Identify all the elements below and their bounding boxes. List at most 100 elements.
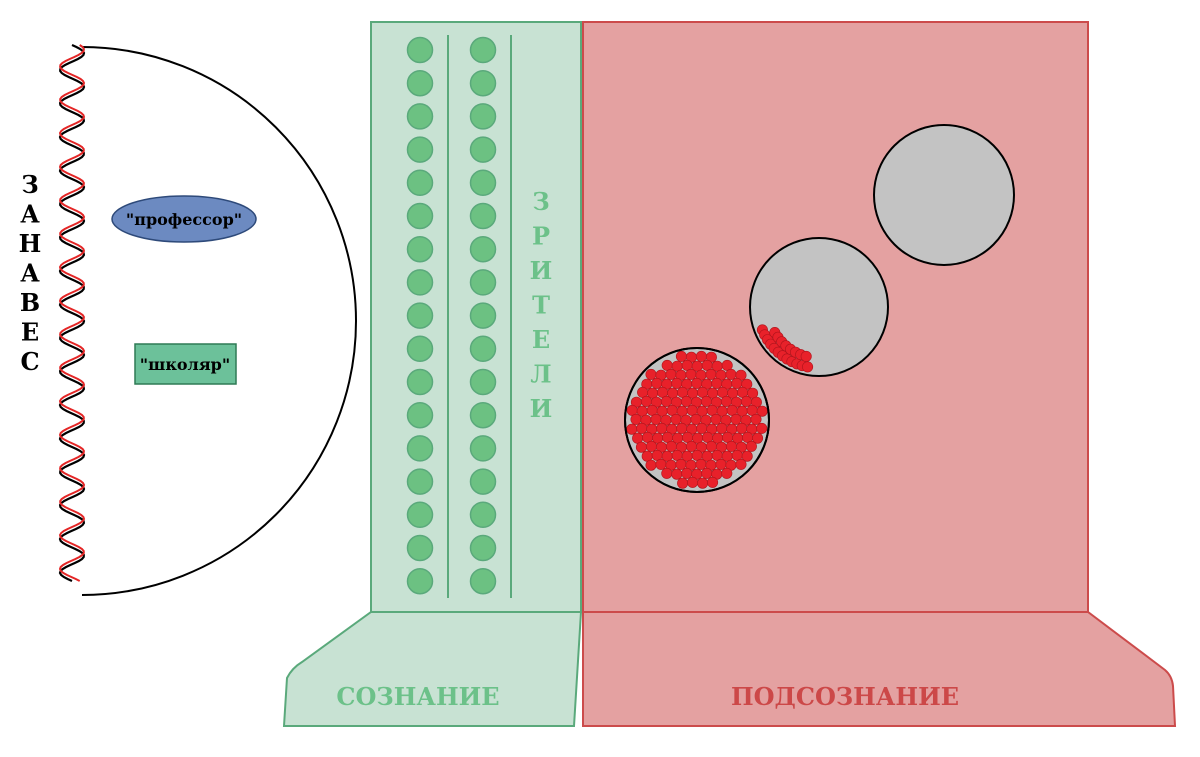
particle (725, 368, 737, 380)
student-label: "школяр" (140, 355, 230, 374)
spectator-dot (406, 567, 434, 595)
particle (701, 467, 713, 479)
curtain-wave (58, 44, 86, 582)
particle (715, 458, 727, 470)
spectator-dot (469, 269, 497, 296)
spectator-dot (406, 36, 434, 64)
spectator-dot (469, 103, 497, 130)
particle (725, 440, 737, 452)
particle (677, 477, 689, 489)
particle (730, 413, 742, 425)
professor-label: "профессор" (126, 210, 242, 229)
professor-role: "профессор" (111, 195, 257, 243)
label-letter: З (21, 170, 38, 199)
particle (800, 350, 812, 362)
particle (707, 476, 719, 488)
spectator-dot (406, 368, 434, 396)
spectator-dot (469, 401, 497, 429)
subconscious-base (582, 611, 1177, 727)
spectator-dot (406, 401, 434, 429)
label-letter: И (530, 394, 553, 423)
spectator-dot (406, 335, 434, 363)
spectator-dot (469, 468, 497, 495)
particle (650, 413, 662, 425)
particle (661, 467, 673, 479)
spectator-dot (406, 202, 434, 230)
sphere-particles (756, 324, 814, 373)
conscious-label: СОЗНАНИЕ (336, 682, 499, 711)
particle (675, 350, 687, 362)
filled-sphere (624, 347, 770, 493)
spectator-dot (469, 435, 497, 462)
particle (696, 422, 708, 434)
curtain (58, 43, 86, 583)
spectator-dot (406, 468, 434, 495)
spectator-dot (469, 169, 497, 197)
empty-sphere (873, 124, 1015, 266)
particle (665, 368, 677, 380)
spectator-dot (469, 302, 497, 329)
particle (745, 440, 757, 452)
spectator-dot (469, 202, 497, 230)
particle (671, 468, 683, 480)
spectator-dot (469, 567, 497, 595)
particle (651, 377, 663, 389)
particle (640, 395, 652, 407)
particle (645, 368, 657, 380)
particle (716, 422, 728, 434)
spectator-dot (469, 69, 497, 97)
particle (660, 395, 672, 407)
particle (665, 440, 677, 452)
spectator-dot (469, 136, 497, 163)
label-letter: А (20, 259, 40, 288)
particle (741, 450, 753, 462)
label-letter: Л (530, 360, 551, 389)
particle (735, 458, 747, 470)
label-letter: Е (21, 318, 39, 347)
particle (626, 423, 638, 435)
label-letter: Т (532, 291, 550, 320)
spectator-dot (406, 435, 434, 462)
particle (695, 350, 707, 362)
particle (687, 476, 699, 488)
particle (697, 477, 709, 489)
spectator-dot (406, 302, 434, 329)
particle (691, 377, 703, 389)
particle (695, 458, 707, 470)
particle (705, 368, 717, 380)
spectator-dot (406, 69, 434, 97)
spectators (406, 36, 497, 595)
particle (670, 413, 682, 425)
particle (721, 467, 733, 479)
spectator-dot (469, 235, 497, 263)
particle (756, 405, 768, 417)
spectator-dot (406, 169, 434, 197)
subconscious-block: ПОДСОЗНАНИЕ (582, 21, 1177, 727)
spectator-dot (406, 534, 434, 562)
particle (731, 377, 743, 389)
particle (690, 413, 702, 425)
particle (802, 361, 814, 373)
spectator-dot (406, 501, 434, 529)
student-role: "школяр" (134, 343, 237, 385)
partially-filled-sphere (749, 237, 889, 377)
label-letter: В (20, 288, 40, 317)
label-letter: А (20, 200, 40, 229)
subconscious-label: ПОДСОЗНАНИЕ (731, 682, 959, 711)
spectator-dot (469, 36, 497, 64)
particle (700, 395, 712, 407)
particle (685, 440, 697, 452)
particle (675, 458, 687, 470)
particle (655, 458, 667, 470)
particle (756, 422, 768, 434)
particle (645, 440, 657, 452)
spectator-dot (406, 235, 434, 263)
particle (681, 467, 693, 479)
particle (736, 422, 748, 434)
spectator-dot (469, 534, 497, 562)
particle (635, 441, 647, 453)
